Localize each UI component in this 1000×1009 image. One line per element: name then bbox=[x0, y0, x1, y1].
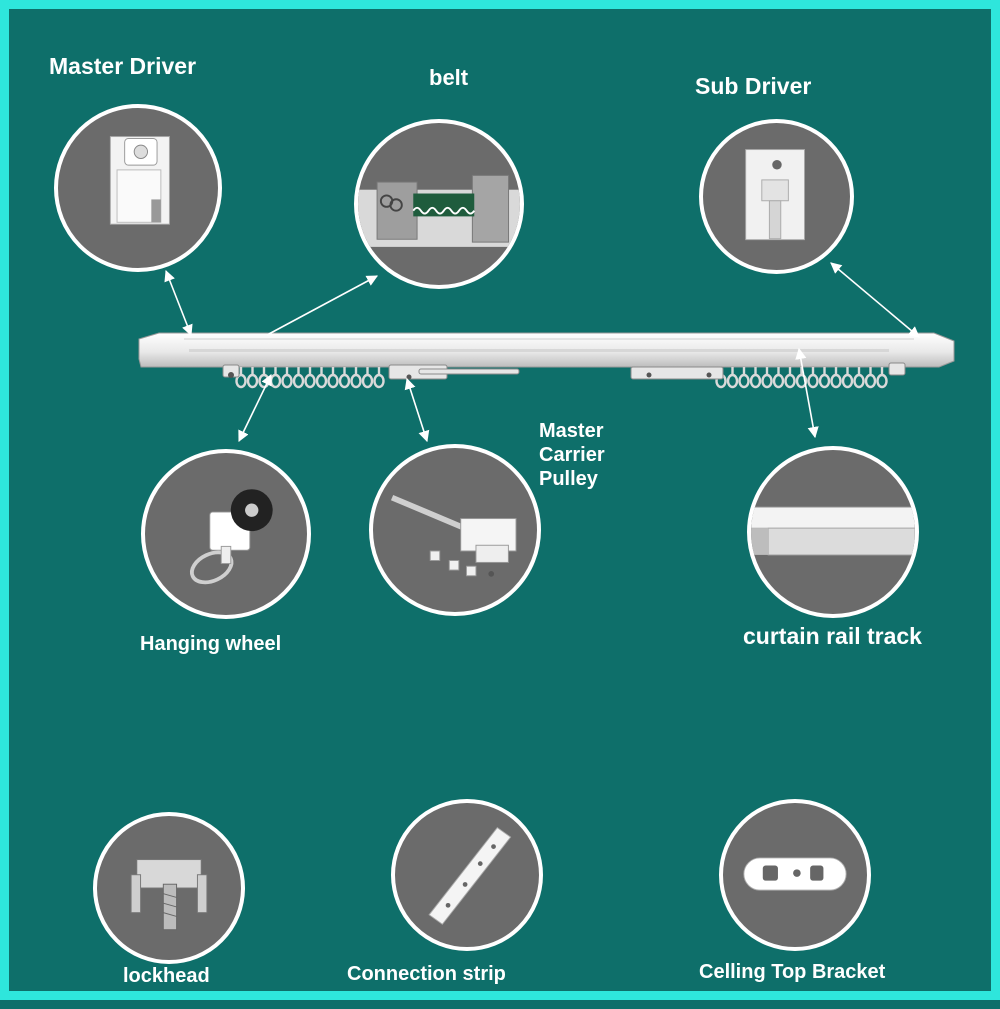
label-connection-strip: Connection strip bbox=[347, 963, 506, 985]
curtain-hook bbox=[738, 373, 750, 389]
curtain-hook bbox=[876, 373, 888, 389]
curtain-hook bbox=[350, 373, 362, 389]
curtain-hook bbox=[807, 373, 819, 389]
curtain-hook bbox=[818, 373, 831, 389]
curtain-hook bbox=[361, 373, 374, 389]
belt-photo bbox=[354, 119, 524, 289]
label-master-carrier-pulley: Master Carrier Pulley bbox=[539, 420, 605, 490]
curtain-hook bbox=[281, 373, 293, 389]
curtain-hook bbox=[246, 373, 259, 389]
curtain-hook bbox=[269, 373, 282, 389]
hanging-wheel-photo bbox=[141, 449, 311, 619]
curtain-hook bbox=[772, 373, 785, 389]
curtain-hook bbox=[795, 373, 808, 389]
curtain-hook bbox=[841, 373, 854, 389]
curtain-hook bbox=[749, 373, 762, 389]
curtain-hook bbox=[315, 373, 328, 389]
curtain-hook bbox=[338, 373, 351, 389]
label-belt: belt bbox=[429, 65, 469, 90]
curtain-hook bbox=[373, 373, 385, 389]
master-driver-photo bbox=[54, 104, 222, 272]
curtain-rail-assembly bbox=[138, 332, 955, 389]
connection-strip-photo bbox=[391, 799, 543, 951]
curtain-hook bbox=[258, 373, 270, 389]
curtain-hook bbox=[784, 373, 796, 389]
curtain-hook bbox=[327, 373, 339, 389]
label-ceiling-top-bracket: Celling Top Bracket bbox=[699, 961, 886, 983]
label-lockhead: lockhead bbox=[123, 965, 210, 987]
label-curtain-rail-track: curtain rail track bbox=[743, 623, 922, 649]
sub-driver-photo bbox=[699, 119, 854, 274]
curtain-hook bbox=[853, 373, 865, 389]
curtain-hook bbox=[304, 373, 316, 389]
ceiling-top-bracket-photo bbox=[719, 799, 871, 951]
curtain-rail-track-photo bbox=[747, 446, 919, 618]
label-hanging-wheel: Hanging wheel bbox=[140, 633, 282, 655]
curtain-hook bbox=[830, 373, 842, 389]
curtain-hook bbox=[761, 373, 773, 389]
curtain-hook bbox=[726, 373, 739, 389]
master-carrier-pulley-photo bbox=[369, 444, 541, 616]
curtain-hook bbox=[292, 373, 305, 389]
curtain-hook bbox=[864, 373, 877, 389]
lockhead-photo bbox=[93, 812, 245, 964]
label-master-driver: Master Driver bbox=[49, 53, 197, 79]
label-sub-driver: Sub Driver bbox=[695, 73, 812, 99]
